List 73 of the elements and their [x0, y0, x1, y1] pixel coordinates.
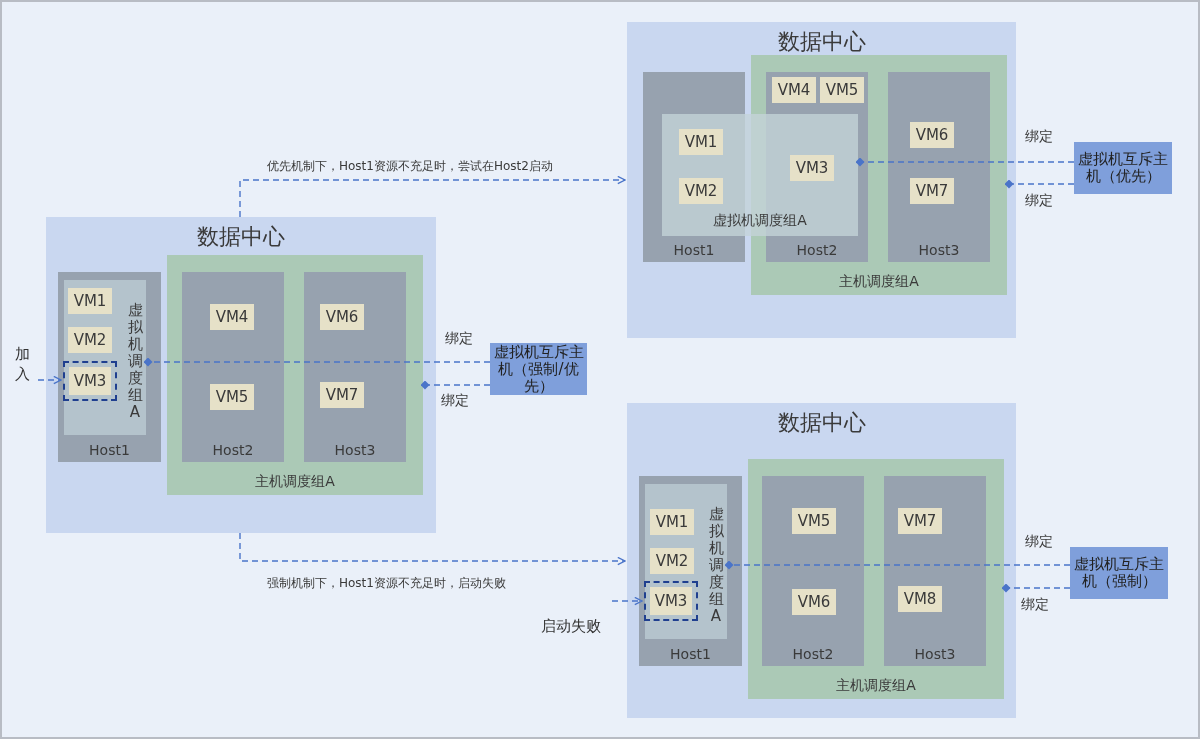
- host-label: Host2: [211, 442, 255, 458]
- host-label: Host1: [88, 442, 131, 458]
- vm-box: VM7: [898, 508, 942, 534]
- edge-label: 优先机制下，Host1资源不充足时，尝试在Host2启动: [266, 158, 554, 175]
- vm-box: VM6: [792, 589, 836, 615]
- vm-box: VM5: [792, 508, 836, 534]
- dashed-arrow: [239, 532, 626, 566]
- vm-box: VM1: [679, 129, 723, 155]
- vm-box: VM2: [679, 178, 723, 204]
- edge-label: 强制机制下，Host1资源不充足时，启动失败: [266, 575, 507, 592]
- host-box: [304, 272, 406, 462]
- panel-title: 数据中心: [776, 28, 867, 56]
- vm-group-panel: [645, 484, 727, 639]
- datacenter-panel: [627, 22, 1016, 338]
- vm-box: VM7: [910, 178, 954, 204]
- host-label: Host1: [672, 242, 716, 258]
- action-label: 启动失败: [530, 594, 612, 636]
- datacenter-panel: [627, 403, 1016, 718]
- edge-label: 绑定: [1020, 596, 1050, 614]
- group-label: 主机调度组A: [254, 473, 336, 491]
- edge-label: 绑定: [1024, 192, 1054, 210]
- binding-connector: [1001, 583, 1071, 593]
- vm-box: VM2: [68, 327, 112, 353]
- vm-box: VM8: [898, 586, 942, 612]
- vm-box: VM1: [650, 509, 694, 535]
- group-label: 虚拟机调度组A: [708, 506, 724, 625]
- host-box: [639, 476, 742, 666]
- host-label: Host3: [913, 646, 957, 662]
- vm-box: VM2: [650, 548, 694, 574]
- group-label: 虚拟机调度组A: [127, 302, 143, 421]
- binding-connector: [855, 157, 1075, 167]
- host-label: Host3: [917, 242, 961, 258]
- vm-box: VM3: [63, 361, 117, 401]
- host-box: [762, 476, 864, 666]
- edge-label: 绑定: [444, 330, 474, 348]
- vm-box: VM5: [210, 384, 254, 410]
- binding-connector: [724, 560, 1071, 570]
- binding-connector: [143, 357, 491, 367]
- dashed-arrow: [239, 175, 626, 218]
- host-box: [182, 272, 284, 462]
- edge-label: 绑定: [1024, 128, 1054, 146]
- panel-title: 数据中心: [776, 409, 867, 437]
- vm-box: VM6: [910, 122, 954, 148]
- vm-box: VM4: [210, 304, 254, 330]
- vm-box: VM1: [68, 288, 112, 314]
- edge-label: 绑定: [440, 392, 470, 410]
- host-label: Host1: [669, 646, 712, 662]
- vm-box: VM3: [644, 581, 698, 621]
- edge-label: 绑定: [1024, 533, 1054, 551]
- host-box: [884, 476, 986, 666]
- host-group-panel: [748, 459, 1004, 699]
- dashed-arrow: [37, 375, 62, 385]
- vm-box: VM5: [820, 77, 864, 103]
- vm-box: VM6: [320, 304, 364, 330]
- host-box: [58, 272, 161, 462]
- host-label: Host3: [333, 442, 377, 458]
- group-label: 主机调度组A: [838, 273, 920, 291]
- vm-group-panel: [64, 280, 146, 435]
- binding-connector: [420, 380, 491, 390]
- vm-box: VM3: [790, 155, 834, 181]
- datacenter-panel: [46, 217, 436, 533]
- vm-box: VM7: [320, 382, 364, 408]
- vm-box: VM4: [772, 77, 816, 103]
- action-label: 加入: [12, 335, 38, 392]
- group-label: 虚拟机调度组A: [712, 212, 808, 230]
- binding-connector: [1004, 179, 1075, 189]
- host-group-panel: [167, 255, 423, 495]
- host-box: [888, 72, 990, 262]
- dashed-arrow: [611, 596, 643, 606]
- panel-title: 数据中心: [196, 223, 286, 251]
- host-label: Host2: [795, 242, 839, 258]
- host-label: Host2: [791, 646, 835, 662]
- group-label: 主机调度组A: [835, 677, 917, 695]
